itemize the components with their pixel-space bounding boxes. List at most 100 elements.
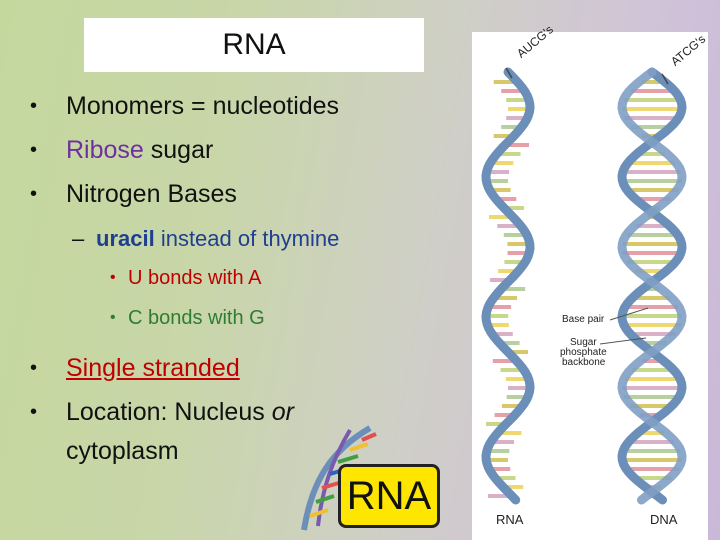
dna-base-pair bbox=[632, 368, 672, 372]
rna-base-pair bbox=[486, 314, 509, 318]
rna-base-pair bbox=[501, 404, 524, 408]
rna-base-pair bbox=[501, 89, 524, 93]
rna-dna-figure: AUCG's ATCG's Base pair Sugar phosphate … bbox=[472, 22, 708, 540]
rna-backbone bbox=[481, 67, 535, 505]
rna-base-pair bbox=[486, 458, 508, 462]
sub-sub-bullet-text: C bonds with G bbox=[128, 307, 265, 329]
dna-caption: DNA bbox=[650, 512, 678, 527]
single-stranded-text: Single stranded bbox=[66, 354, 240, 382]
rna-base-pair bbox=[506, 116, 529, 120]
rna-base-pair bbox=[503, 287, 526, 291]
dna-base-pair bbox=[630, 440, 674, 444]
dna-base-pair bbox=[642, 359, 662, 363]
rna-base-pair bbox=[493, 476, 516, 480]
rna-base-pair bbox=[497, 341, 520, 345]
bullet-text: Nitrogen Bases bbox=[66, 180, 237, 208]
backbone-label-3: backbone bbox=[562, 357, 606, 368]
rna-base-pair bbox=[497, 224, 520, 228]
dna-base-pair bbox=[622, 314, 682, 318]
rna-base-pair bbox=[502, 206, 525, 210]
rna-base-pair bbox=[490, 332, 513, 336]
bullet-dot: • bbox=[30, 401, 38, 423]
dna-base-pair bbox=[631, 125, 673, 129]
backbone-label-2: phosphate bbox=[560, 347, 607, 358]
rna-base-pair bbox=[495, 296, 518, 300]
rna-base-pair bbox=[492, 440, 515, 444]
rna-base-pair bbox=[506, 98, 529, 102]
bullet-dot: • bbox=[30, 183, 38, 205]
bullet-dot: • bbox=[30, 357, 38, 379]
rna-base-pair bbox=[486, 323, 509, 327]
bullet-dot: • bbox=[110, 309, 116, 326]
dna-base-pair bbox=[628, 332, 676, 336]
rna-base-pair bbox=[507, 242, 530, 246]
rna-base-pair bbox=[492, 359, 515, 363]
bullet-dot: • bbox=[30, 139, 38, 161]
slide-title: RNA bbox=[84, 18, 424, 72]
backbone-pointer bbox=[599, 337, 647, 345]
dna-base-pair bbox=[623, 170, 681, 174]
dna-base-pair bbox=[624, 98, 680, 102]
bullet-single: • Single stranded bbox=[30, 346, 470, 390]
rna-base-pair bbox=[491, 161, 514, 165]
rna-base-pair bbox=[508, 107, 530, 111]
bullet-text: Location: Nucleus bbox=[66, 398, 272, 426]
dna-base-pair bbox=[622, 386, 682, 390]
dna-base-pair bbox=[625, 188, 679, 192]
dna-backbone bbox=[617, 67, 687, 505]
dna-base-pair bbox=[631, 89, 673, 93]
bullet-text: sugar bbox=[143, 136, 214, 164]
rna-base-pair bbox=[494, 197, 517, 201]
dna-base-pair bbox=[630, 404, 674, 408]
bullet-monomers: • Monomers = nucleotides bbox=[30, 84, 470, 128]
dna-base-pair bbox=[629, 161, 675, 165]
uracil-word: uracil bbox=[96, 226, 155, 251]
dna-base-pair bbox=[641, 80, 663, 84]
dna-base-pair bbox=[645, 287, 659, 291]
rna-base-pair bbox=[489, 278, 512, 282]
bullet-dot: • bbox=[30, 95, 38, 117]
rna-base-pair bbox=[499, 431, 522, 435]
helix-diagram bbox=[481, 67, 687, 505]
dna-base-pair bbox=[622, 458, 682, 462]
rna-base-pair bbox=[494, 413, 517, 417]
dna-base-pair bbox=[640, 413, 664, 417]
bullet-text: Monomers = nucleotides bbox=[66, 92, 340, 120]
rna-base-pair bbox=[493, 134, 516, 138]
rna-base-pair bbox=[503, 233, 526, 237]
rna-base-pair bbox=[488, 494, 510, 498]
dna-base-pair bbox=[635, 269, 669, 273]
dna-base-pair bbox=[625, 467, 680, 471]
dna-base-pair bbox=[641, 134, 663, 138]
rna-base-pair bbox=[498, 269, 521, 273]
dna-base-pair bbox=[623, 449, 681, 453]
rna-base-pair bbox=[504, 260, 527, 264]
sub-bullet-uracil: – uracil instead of thymine bbox=[30, 220, 470, 258]
rna-base-pair bbox=[498, 152, 521, 156]
rna-base-pair bbox=[501, 485, 524, 489]
rna-base-pair bbox=[507, 251, 530, 255]
sub-sub-bullet-u-bond: • U bonds with A bbox=[30, 258, 470, 298]
rna-base-pair bbox=[487, 170, 510, 174]
rna-base-pair bbox=[488, 188, 511, 192]
rna-base-pair bbox=[505, 377, 528, 381]
bullet-nitrogen: • Nitrogen Bases bbox=[30, 172, 470, 216]
bullet-location-cont: cytoplasm bbox=[66, 437, 179, 465]
dna-base-pair bbox=[627, 233, 677, 237]
bullet-list: • Monomers = nucleotides • Ribose sugar … bbox=[30, 84, 470, 468]
rna-badge: RNA bbox=[338, 464, 440, 528]
dna-base-pair bbox=[634, 296, 670, 300]
base-pair-pointer bbox=[609, 307, 649, 321]
dna-base-pair bbox=[637, 341, 667, 345]
rna-base-pair bbox=[507, 143, 529, 147]
rna-base-pair bbox=[486, 179, 509, 183]
bullet-dot: • bbox=[110, 269, 116, 286]
base-pair-label: Base pair bbox=[562, 314, 605, 325]
rna-base-pair bbox=[506, 395, 529, 399]
dna-base-pair bbox=[625, 377, 680, 381]
dna-base-pair bbox=[626, 305, 678, 309]
rna-base-pair bbox=[493, 80, 516, 84]
rna-base-pair bbox=[489, 305, 512, 309]
rna-base-pair bbox=[488, 467, 511, 471]
dna-base-pair bbox=[632, 476, 672, 480]
